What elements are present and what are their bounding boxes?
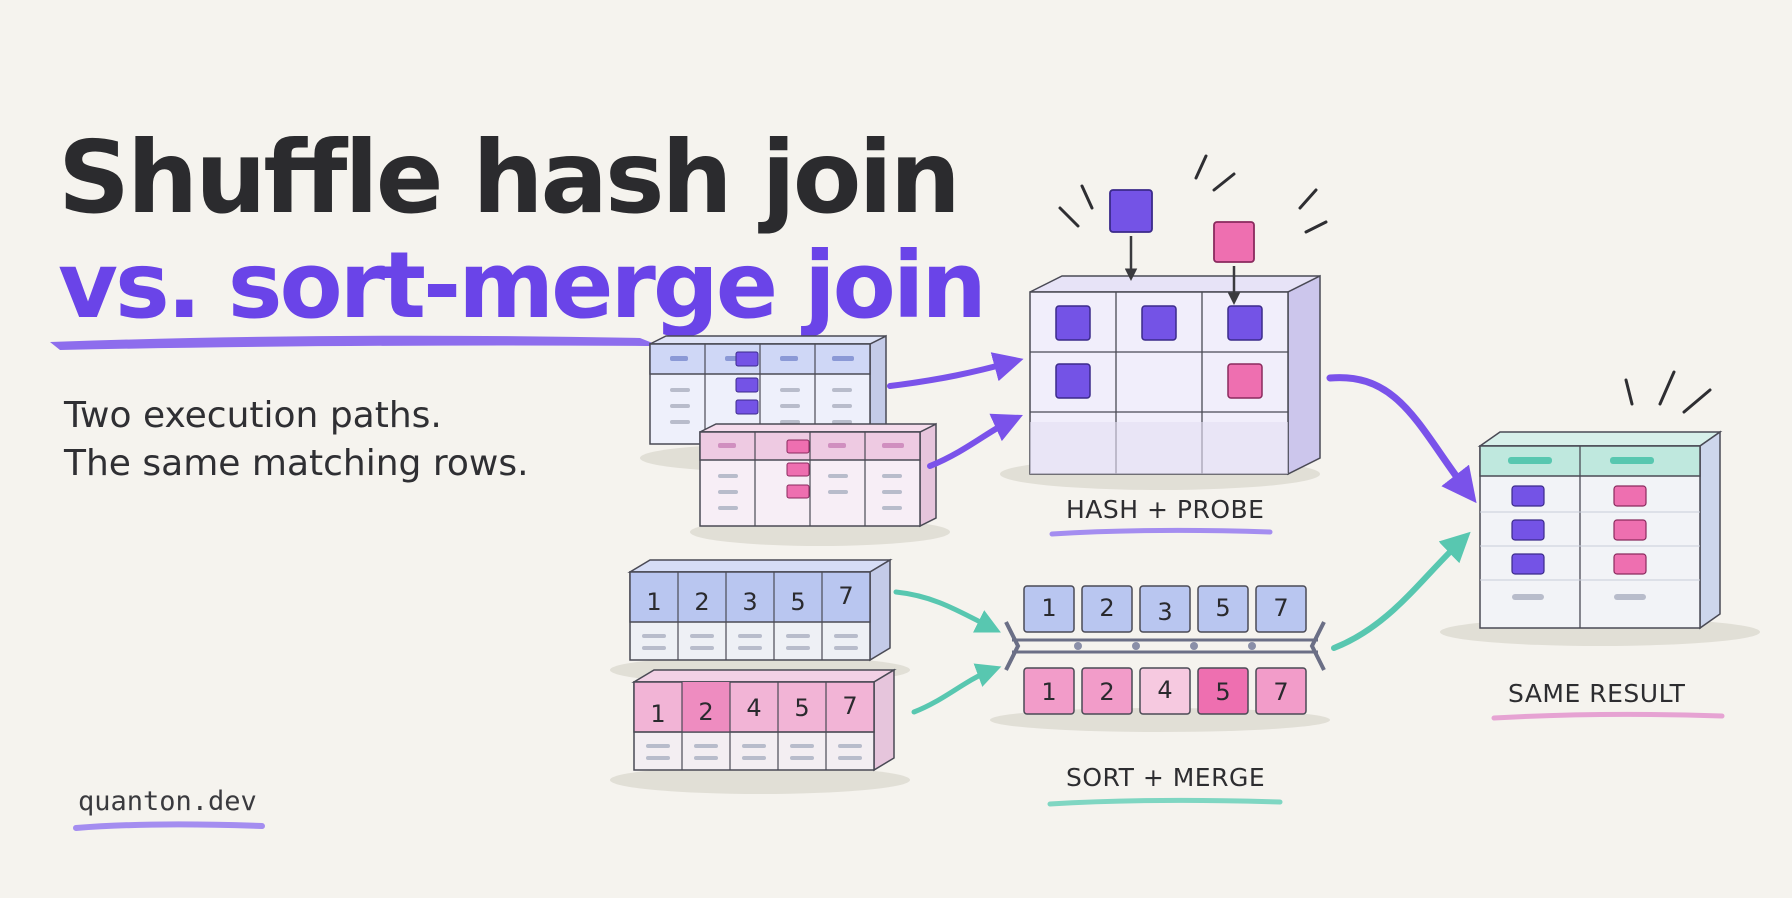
- merge-bottom-key-1: 1: [1041, 678, 1056, 706]
- title-line-2: vs. sort-merge join: [58, 232, 987, 339]
- hash-key-purple: [1109, 189, 1153, 281]
- merge-top-key-5: 7: [1273, 594, 1288, 622]
- merge-top-key-2: 2: [1099, 594, 1114, 622]
- sort-left-key-4: 5: [790, 588, 805, 616]
- arrow-hash-to-result: [1326, 374, 1477, 504]
- merge-top-key-3: 3: [1157, 598, 1172, 626]
- merge-bottom-key-5: 7: [1273, 678, 1288, 706]
- title-underline: [50, 335, 660, 350]
- merge-top-key-4: 5: [1215, 594, 1230, 622]
- sort-input-left: 1 2 3 5 7: [610, 558, 910, 684]
- result-label-underline: [1491, 711, 1725, 721]
- sort-right-key-2: 2: [698, 698, 713, 726]
- hash-key-pink: [1213, 221, 1255, 305]
- hash-label: HASH + PROBE: [1066, 495, 1264, 524]
- merge-apparatus: [990, 585, 1330, 732]
- title-line-1: Shuffle hash join: [58, 119, 961, 236]
- sort-right-key-5: 7: [842, 692, 857, 720]
- hash-action-marks: [1058, 154, 1328, 234]
- brand-underline: [73, 821, 265, 831]
- arrow-merge-to-result: [1331, 531, 1471, 651]
- sort-right-key-1: 1: [650, 700, 665, 728]
- hash-label-underline: [1049, 527, 1273, 537]
- sort-left-key-3: 3: [742, 588, 757, 616]
- arrow-to-merge-1: [893, 589, 1001, 633]
- merge-bottom-key-4: 5: [1215, 678, 1230, 706]
- sort-right-key-3: 4: [746, 694, 761, 722]
- sort-left-key-2: 2: [694, 588, 709, 616]
- merge-bottom-key-2: 2: [1099, 678, 1114, 706]
- result-label: SAME RESULT: [1508, 679, 1686, 708]
- merge-top-key-1: 1: [1041, 594, 1056, 622]
- brand-label: quanton.dev: [78, 786, 257, 817]
- result-action-marks: [1624, 370, 1712, 414]
- arrow-to-hash-2: [927, 413, 1023, 469]
- sort-label: SORT + MERGE: [1066, 763, 1265, 792]
- sort-left-key-5: 7: [838, 582, 853, 610]
- arrow-to-hash-1: [887, 352, 1024, 389]
- sort-label-underline: [1047, 797, 1283, 807]
- arrow-to-merge-2: [911, 663, 1002, 715]
- result-table: [1440, 430, 1760, 646]
- sort-right-key-4: 5: [794, 694, 809, 722]
- merge-bottom-key-3: 4: [1157, 676, 1172, 704]
- sort-left-key-1: 1: [646, 588, 661, 616]
- sort-input-right: 1 2 4 5 7: [610, 668, 910, 794]
- subtitle-line-2: The same matching rows.: [64, 443, 529, 484]
- input-table-right: [690, 422, 950, 546]
- subtitle-line-1: Two execution paths.: [64, 395, 442, 436]
- hash-table: [1000, 274, 1321, 490]
